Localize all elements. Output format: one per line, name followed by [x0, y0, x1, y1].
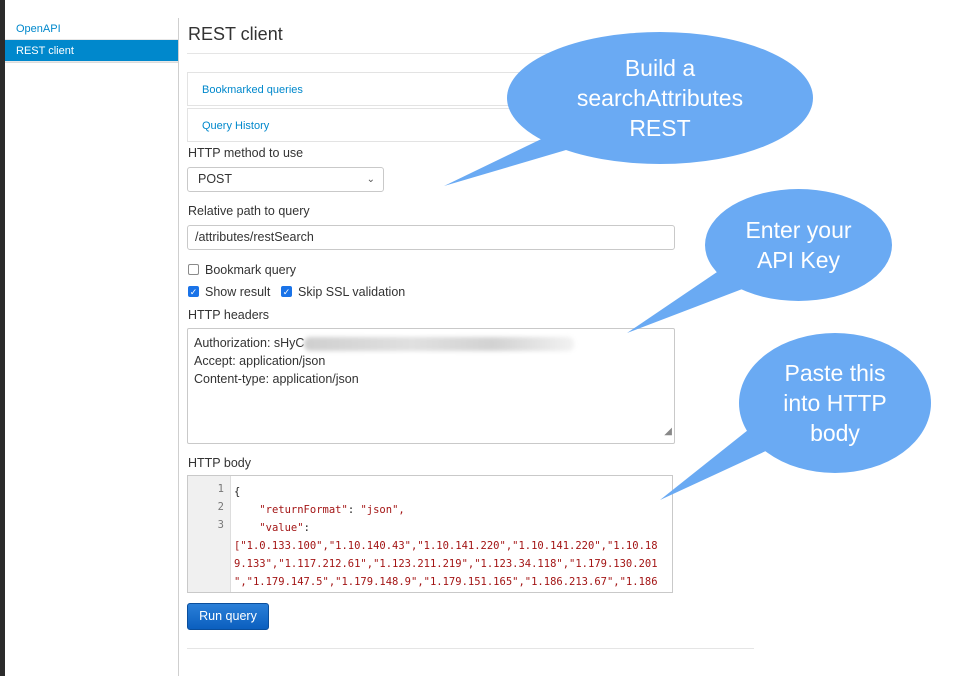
http-headers-textarea[interactable]: Authorization: sHyC Accept: application/… [187, 328, 675, 444]
page-title: REST client [188, 24, 283, 44]
relative-path-value: /attributes/restSearch [195, 230, 314, 244]
sidebar-divider [5, 62, 178, 63]
http-method-label: HTTP method to use [188, 146, 304, 160]
sidebar-item-openapi[interactable]: OpenAPI [5, 18, 178, 40]
http-method-value: POST [198, 172, 233, 186]
skip-ssl-checkbox[interactable]: ✓ [281, 286, 292, 297]
run-query-button[interactable]: Run query [187, 603, 269, 630]
window-edge [0, 0, 5, 676]
show-result-label: Show result [205, 285, 271, 299]
show-result-checkbox[interactable]: ✓ [188, 286, 199, 297]
code-line: { [234, 486, 241, 498]
code-line: "returnFormat": "json", [259, 504, 405, 516]
http-method-select[interactable]: POST ⌄ [187, 167, 384, 192]
header-content-type: Content-type: application/json [194, 372, 359, 386]
sidebar: OpenAPI REST client [5, 18, 178, 62]
line-number: 1 [217, 483, 224, 495]
bookmarked-queries-panel[interactable]: Bookmarked queries [187, 72, 547, 106]
code-line: ["1.0.133.100","1.10.140.43","1.10.141.2… [234, 540, 658, 552]
code-line: "value": [259, 522, 310, 534]
header-authorization: Authorization: sHyC [194, 334, 668, 352]
relative-path-label: Relative path to query [188, 204, 310, 218]
bookmark-query-label: Bookmark query [205, 263, 297, 277]
checkmark-icon: ✓ [282, 287, 291, 297]
code-line: ","1.179.147.5","1.179.148.9","1.179.151… [234, 576, 658, 588]
code-content: { "returnFormat": "json", "value": ["1.0.… [234, 483, 670, 591]
query-history-panel[interactable]: Query History [187, 108, 547, 142]
http-headers-label: HTTP headers [188, 308, 270, 322]
callout-paste-body: Paste this into HTTP body [739, 333, 931, 473]
line-number-gutter: 1 2 3 [188, 476, 231, 592]
query-history-label: Query History [202, 120, 270, 132]
sidebar-item-rest-client[interactable]: REST client [5, 40, 178, 62]
title-divider [187, 53, 754, 54]
redacted-api-key [304, 336, 575, 351]
http-body-editor[interactable]: 1 2 3 { "returnFormat": "json", "value":… [187, 475, 673, 593]
checkmark-icon: ✓ [189, 287, 198, 297]
callout-api-key: Enter your API Key [705, 189, 892, 301]
bottom-divider [187, 648, 754, 649]
skip-ssl-label: Skip SSL validation [298, 285, 406, 299]
callout-build-request: Build a searchAttributes REST [507, 32, 813, 164]
bookmarked-queries-label: Bookmarked queries [202, 84, 303, 96]
header-accept: Accept: application/json [194, 354, 326, 368]
callout-tail-paste [660, 430, 768, 500]
resize-handle-icon[interactable]: ◢ [664, 426, 672, 437]
line-number: 2 [217, 501, 224, 513]
http-body-label: HTTP body [188, 456, 251, 470]
relative-path-input[interactable]: /attributes/restSearch [187, 225, 675, 250]
vertical-divider [178, 18, 179, 676]
line-number: 3 [217, 519, 224, 531]
bookmark-query-checkbox[interactable] [188, 264, 199, 275]
code-line: 9.133","1.117.212.61","1.123.211.219","1… [234, 558, 658, 570]
chevron-down-icon: ⌄ [366, 174, 375, 185]
